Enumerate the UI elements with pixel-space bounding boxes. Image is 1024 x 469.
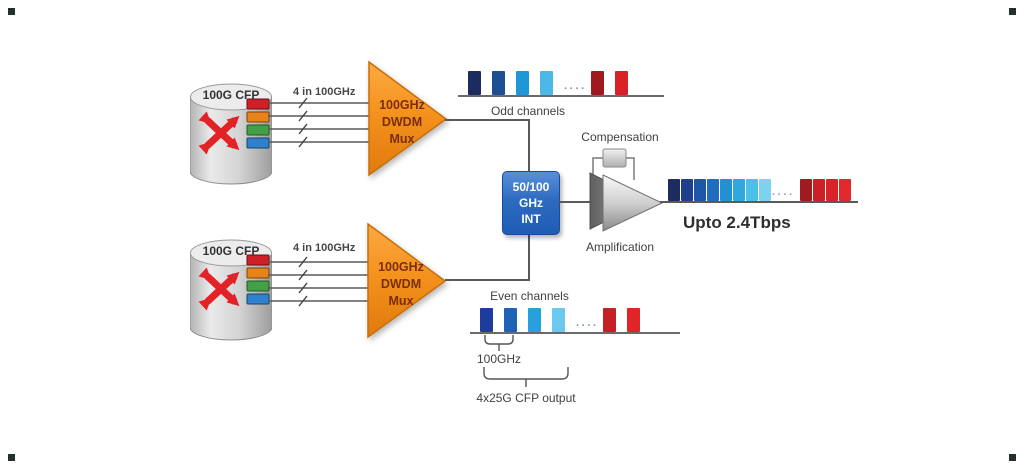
- lane-module-green: [246, 124, 270, 136]
- odd-channels-spectrum: ····: [458, 71, 664, 97]
- cfp-output-bracket: [483, 367, 569, 387]
- interleaver-box: 50/100 GHz INT: [502, 171, 560, 235]
- even-channels-spectrum: ····: [470, 308, 680, 334]
- cfp-transceiver-top-icon: [190, 83, 272, 185]
- lane-module-green: [246, 280, 270, 292]
- corner-mark: [1009, 454, 1016, 461]
- bus-lines-bottom: [268, 256, 369, 307]
- lane-module-red: [246, 254, 270, 266]
- bus-label-bottom: 4 in 100GHz: [293, 242, 356, 254]
- amplifier-shape: [589, 172, 664, 232]
- compensation-label: Compensation: [581, 130, 659, 144]
- connector-bottom-horizontal: [445, 279, 530, 281]
- corner-mark: [8, 454, 15, 461]
- cfp-output-label: 4x25G CFP output: [476, 391, 576, 405]
- lane-module-orange: [246, 111, 270, 123]
- amplification-label: Amplification: [585, 240, 655, 254]
- compensation-loop: [592, 148, 635, 180]
- connector-bottom-vertical: [528, 233, 530, 281]
- dwdm-mux-top-label: 100GHz DWDM Mux: [379, 98, 425, 146]
- channel-spacing-label: 100GHz: [476, 352, 522, 366]
- lane-modules: [246, 254, 270, 305]
- lane-modules: [246, 98, 270, 149]
- dwdm-mux-bottom-label: 100GHz DWDM Mux: [378, 260, 424, 308]
- crossconnect-arrows-icon: [198, 111, 240, 155]
- lane-module-orange: [246, 267, 270, 279]
- output-line: [660, 201, 858, 203]
- corner-mark: [1009, 8, 1016, 15]
- lane-module-red: [246, 98, 270, 110]
- dwdm-mux-bottom-shape: [367, 222, 447, 339]
- output-spectrum: ····: [668, 179, 858, 201]
- transmitter-top-title: 100G CFP: [202, 88, 260, 102]
- connector-top-vertical: [528, 119, 530, 172]
- bus-label-top: 4 in 100GHz: [293, 86, 356, 98]
- even-channels-label: Even channels: [490, 289, 569, 303]
- lane-module-blue: [246, 137, 270, 149]
- channel-spacing-bracket: [484, 335, 514, 351]
- bus-slash-marks: [298, 256, 308, 307]
- crossconnect-arrows-icon: [198, 267, 240, 311]
- bus-slash-marks: [298, 97, 308, 148]
- dwdm-mux-top-shape: [368, 60, 448, 177]
- transmitter-bottom-title: 100G CFP: [202, 244, 260, 258]
- odd-channels-label: Odd channels: [490, 104, 566, 118]
- cfp-transceiver-bottom-icon: [190, 239, 272, 341]
- connector-top-horizontal: [445, 119, 530, 121]
- lane-module-blue: [246, 293, 270, 305]
- corner-mark: [8, 8, 15, 15]
- throughput-label: Upto 2.4Tbps: [683, 213, 791, 232]
- interleaver-output-line: [558, 201, 602, 203]
- bus-lines-top: [268, 97, 369, 148]
- compensation-module: [602, 148, 627, 168]
